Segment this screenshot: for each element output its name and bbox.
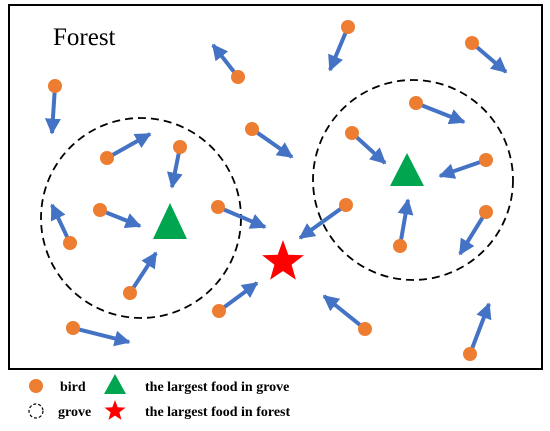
bird-11 [63, 236, 77, 250]
bird-20 [66, 321, 80, 335]
bird-arrow-2 [475, 45, 508, 74]
bird-18 [479, 205, 493, 219]
bird-arrow-3 [211, 43, 236, 74]
bird-arrow-11 [50, 203, 70, 239]
bird-arrow-13 [222, 207, 267, 229]
bird-17 [393, 239, 407, 253]
bird-arrow-4 [44, 91, 61, 135]
bird-arrow-5 [111, 132, 152, 157]
bird-15 [212, 304, 226, 318]
bird-8 [409, 96, 423, 110]
bird-arrow-7 [255, 130, 294, 159]
bird-arrow-16 [298, 206, 343, 240]
bird-19 [358, 322, 372, 336]
bird-arrow-8 [420, 103, 466, 125]
bird-10 [479, 153, 493, 167]
legend-grove-food-icon [104, 374, 126, 394]
bird-arrow-12 [104, 210, 142, 229]
bird-13 [211, 200, 225, 214]
bird-9 [345, 126, 359, 140]
legend-bird-label: bird [60, 380, 86, 395]
bird-7 [245, 122, 259, 136]
bird-arrow-9 [355, 135, 387, 165]
forest-frame [8, 4, 543, 370]
movement-arrows [44, 31, 508, 350]
bird-21 [463, 347, 477, 361]
bird-12 [93, 203, 107, 217]
bird-arrow-14 [131, 251, 158, 290]
grove-food-left-icon [153, 203, 187, 239]
bird-arrow-20 [78, 327, 131, 347]
bird-2 [465, 36, 479, 50]
bird-14 [123, 286, 137, 300]
bird-1 [341, 20, 355, 34]
bird-arrow-19 [322, 294, 362, 327]
legend-bird-icon [29, 379, 43, 393]
bird-arrow-17 [397, 198, 414, 241]
bird-arrow-6 [166, 152, 183, 189]
legend-grove-food-label: the largest food in grove [145, 380, 289, 395]
legend-grove-label: grove [58, 405, 91, 420]
legend: bird the largest food in grove grove the… [28, 374, 290, 420]
forest-food-star-icon [262, 240, 304, 280]
bird-arrow-1 [328, 31, 348, 72]
grove-food-right-icon [390, 153, 424, 186]
bird-arrow-10 [438, 160, 481, 179]
birds [48, 20, 493, 361]
bird-6 [173, 140, 187, 154]
legend-grove-icon [28, 403, 44, 419]
grove-left [40, 117, 242, 319]
bird-5 [100, 151, 114, 165]
grove-right [312, 79, 514, 281]
legend-forest-food-icon [104, 400, 126, 420]
bird-4 [48, 79, 62, 93]
bird-16 [339, 198, 353, 212]
bird-arrow-18 [458, 216, 485, 256]
forest-title: Forest [53, 24, 116, 51]
bird-arrow-15 [222, 281, 259, 310]
bird-arrow-21 [470, 302, 492, 350]
legend-forest-food-label: the largest food in forest [145, 405, 290, 420]
bird-3 [231, 70, 245, 84]
